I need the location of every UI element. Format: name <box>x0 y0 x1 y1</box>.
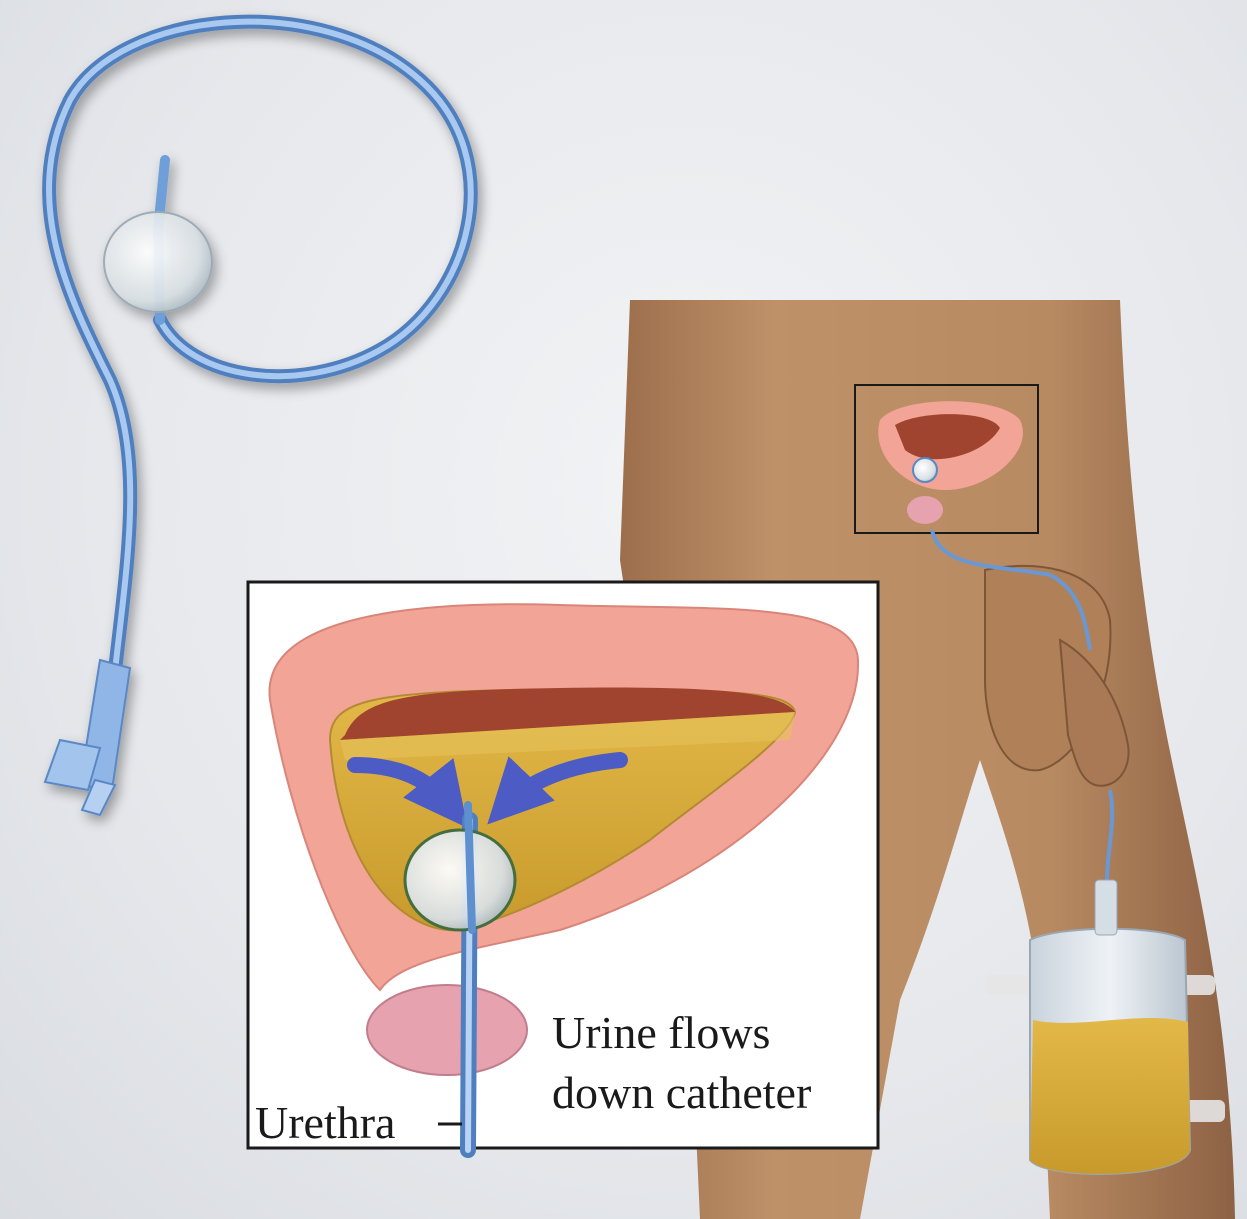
catheter-balloon <box>104 212 212 312</box>
catheter-connector <box>45 660 130 815</box>
urethra-label: Urethra <box>255 1097 395 1148</box>
prostate <box>367 985 527 1075</box>
flow-label-line1: Urine flows <box>552 1007 770 1058</box>
inset-balloon <box>405 830 515 930</box>
bladder-inset: Urine flows down catheter Urethra <box>248 582 878 1150</box>
flow-label-line2: down catheter <box>552 1067 811 1118</box>
